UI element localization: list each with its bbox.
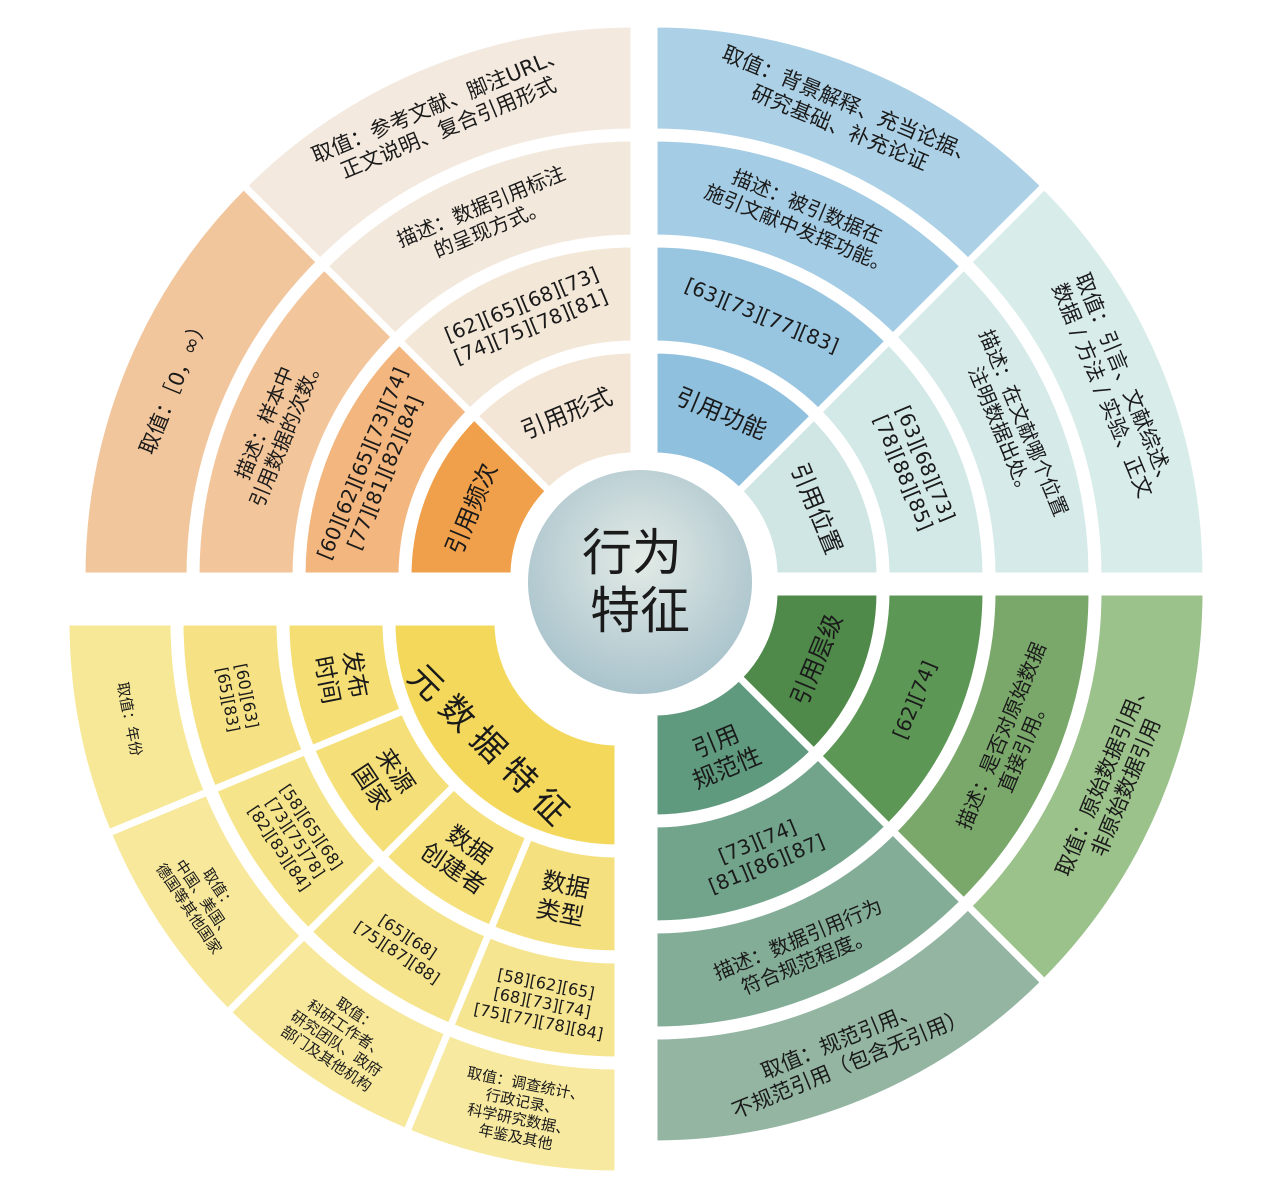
feature-label-sector[interactable]	[404, 411, 555, 580]
behavior-feature: 引用规范性[73][74][81][86][87]描述：数据引用行为符合规范程度…	[650, 671, 1050, 1148]
center-title-line: 特征	[590, 582, 690, 640]
behavior-feature: 引用位置[63][68][73][78][88][85]描述：在文献哪个位置注明…	[733, 180, 1210, 580]
feature-refs-sector[interactable]	[650, 240, 894, 417]
behavior-feature: 引用频次[60][62][65][73][74][77][81][82][84]…	[78, 180, 555, 580]
center-hub: 行为 特征	[528, 470, 752, 694]
feature-refs-sector[interactable]	[298, 336, 475, 580]
feature-value-sector[interactable]	[78, 180, 325, 580]
center-circle	[528, 470, 752, 694]
feature-description-sector[interactable]	[888, 588, 1096, 907]
feature-description-sector[interactable]	[192, 261, 400, 580]
center-title-line: 行为	[582, 524, 682, 582]
quadrant-bottom-right: 引用规范性[73][74][81][86][87]描述：数据引用行为符合规范程度…	[650, 588, 1210, 1148]
metadata-feature: 发布时间[60][63][65][83]取值：年份	[62, 618, 409, 838]
feature-refs-sector[interactable]	[813, 588, 990, 832]
feature-value-sector[interactable]	[402, 1027, 622, 1178]
behavior-feature: 引用层级[62][74]描述：是否对原始数据直接引用。取值：原始数据引用、非原始…	[733, 588, 1210, 988]
metadata-feature: 来源国家[58][65][68][73][75]78][82][83][84]取…	[103, 706, 459, 1018]
quadrant-top-right: 引用位置[63][68][73][78][88][85]描述：在文献哪个位置注明…	[650, 20, 1210, 580]
feature-value-sector[interactable]	[650, 20, 1050, 267]
feature-value: 取值：调查统计、行政记录、科学研究数据、年鉴及其他	[455, 1064, 587, 1158]
feature-description-sector[interactable]	[650, 134, 969, 342]
behavior-feature: 引用形式[62][65][68][73][74][75][78][81]描述：数…	[238, 20, 638, 497]
center-title: 行为 特征	[582, 524, 698, 640]
metadata-feature: 数据类型[58][62][65][68][73][74][75][77][78]…	[402, 831, 622, 1178]
feature-value-sector[interactable]	[963, 588, 1210, 988]
quadrant-bottom-left: 元数据特征发布时间[60][63][65][83]取值：年份来源国家[58][6…	[62, 618, 622, 1178]
quadrant-top-left: 引用形式[62][65][68][73][74][75][78][81]描述：数…	[78, 20, 638, 580]
feature-label-sector[interactable]	[733, 588, 884, 757]
metadata-title-sector[interactable]	[388, 618, 622, 852]
feature-label: 发布时间	[308, 648, 373, 706]
feature-label-sector[interactable]	[486, 831, 622, 958]
feature-refs: [60][63][65][83]	[212, 662, 262, 734]
feature-label-sector[interactable]	[650, 346, 819, 497]
feature-refs-sector[interactable]	[445, 929, 622, 1064]
